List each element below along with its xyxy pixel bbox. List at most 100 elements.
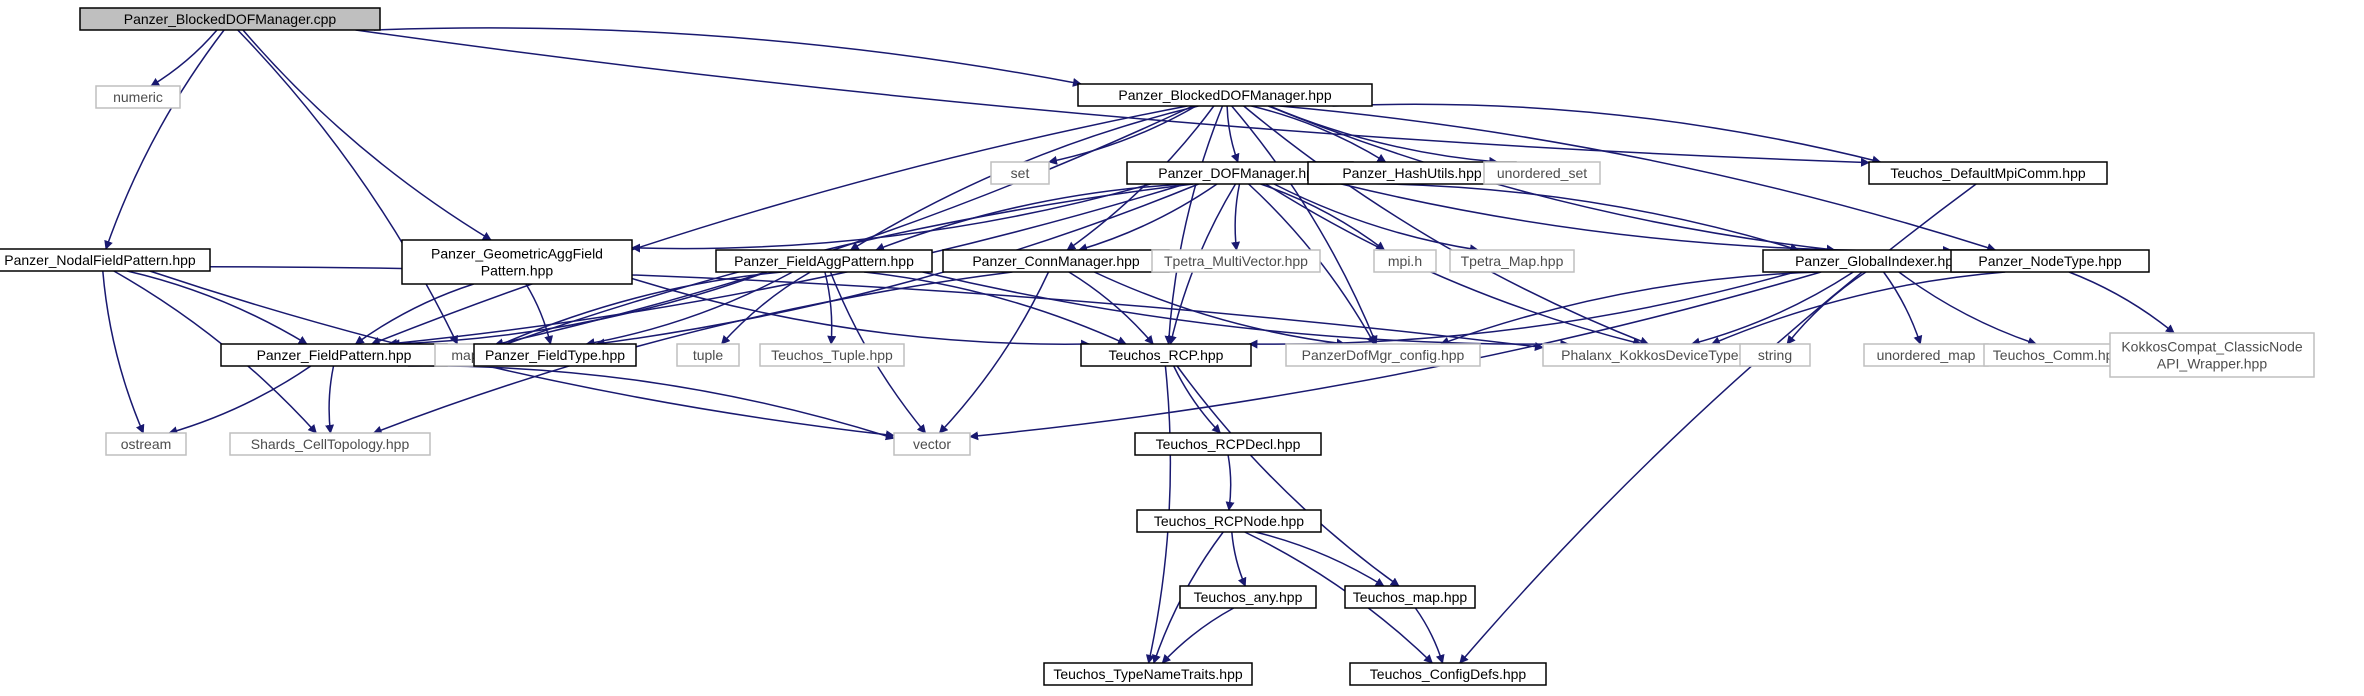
node-dofmanager[interactable]: Panzer_DOFManager.hpp bbox=[1126, 161, 1354, 185]
node-rcpdecl[interactable]: Teuchos_RCPDecl.hpp bbox=[1134, 432, 1322, 456]
edge-blocked_hpp-to-globalidx bbox=[1268, 105, 1836, 254]
node-nodetype[interactable]: Panzer_NodeType.hpp bbox=[1950, 249, 2150, 273]
node-label: Teuchos_Comm.hpp bbox=[1993, 347, 2122, 363]
node-blocked_cpp[interactable]: Panzer_BlockedDOFManager.cpp bbox=[79, 7, 381, 31]
edge-globalidx-to-phalanx bbox=[1690, 271, 1854, 347]
edge-rcpdecl-to-rcpnode bbox=[1225, 454, 1235, 511]
edge-geomagg-to-fieldpattern bbox=[354, 283, 474, 345]
edge-rcpnode-to-teuchos_any bbox=[1231, 531, 1247, 587]
node-nodal[interactable]: Panzer_NodalFieldPattern.hpp bbox=[0, 248, 211, 272]
node-blocked_hpp[interactable]: Panzer_BlockedDOFManager.hpp bbox=[1077, 83, 1373, 107]
node-default_mpi[interactable]: Teuchos_DefaultMpiComm.hpp bbox=[1868, 161, 2108, 185]
node-label: Teuchos_ConfigDefs.hpp bbox=[1370, 666, 1527, 682]
node-box bbox=[1134, 432, 1322, 456]
edge-blocked_hpp-to-hashutils bbox=[1251, 105, 1387, 163]
edge-connmgr-to-vector bbox=[938, 271, 1050, 434]
node-label: Panzer_GeometricAggField bbox=[431, 246, 603, 262]
edge-dofmanager-to-tpetra_mv bbox=[1231, 183, 1241, 251]
node-label: Panzer_HashUtils.hpp bbox=[1342, 165, 1482, 181]
node-label: numeric bbox=[113, 89, 163, 105]
edge-teuchos_map-to-configdefs bbox=[1414, 607, 1445, 664]
edge-blocked_cpp-to-numeric bbox=[150, 29, 218, 87]
node-unordered_map: unordered_map bbox=[1863, 343, 1989, 367]
node-ostream: ostream bbox=[105, 432, 187, 456]
node-teuchos_comm: Teuchos_Comm.hpp bbox=[1983, 343, 2131, 367]
node-fieldagg[interactable]: Panzer_FieldAggPattern.hpp bbox=[715, 249, 933, 273]
node-box bbox=[715, 249, 933, 273]
node-label: Panzer_BlockedDOFManager.cpp bbox=[124, 11, 337, 27]
node-globalidx[interactable]: Panzer_GlobalIndexer.hpp bbox=[1762, 249, 1994, 273]
edge-dofmanager-to-globalidx bbox=[1319, 182, 1800, 252]
edge-globalidx-to-string bbox=[1786, 271, 1867, 345]
node-fieldpattern[interactable]: Panzer_FieldPattern.hpp bbox=[220, 343, 448, 367]
node-configdefs[interactable]: Teuchos_ConfigDefs.hpp bbox=[1349, 662, 1547, 686]
node-box bbox=[229, 432, 431, 456]
edge-fieldagg-to-teuchos_tuple bbox=[824, 271, 837, 345]
edge-blocked_hpp-to-phalanx bbox=[1243, 105, 1650, 346]
edge-rcp-to-teuchos_map bbox=[1176, 365, 1400, 587]
edge-blocked_cpp-to-map bbox=[237, 29, 458, 345]
edge-blocked_hpp-to-rcp bbox=[1164, 105, 1224, 345]
edge-blocked_hpp-to-dofmgr_config bbox=[1231, 105, 1378, 345]
node-vector: vector bbox=[893, 432, 971, 456]
node-label: Teuchos_DefaultMpiComm.hpp bbox=[1890, 165, 2086, 181]
node-label: vector bbox=[913, 436, 951, 452]
node-dofmgr_config: PanzerDofMgr_config.hpp bbox=[1285, 343, 1481, 367]
edge-dofmanager-to-fieldtype bbox=[595, 183, 1199, 348]
node-box bbox=[1080, 343, 1252, 367]
node-box bbox=[1483, 161, 1601, 185]
node-tuple: tuple bbox=[676, 343, 740, 367]
node-box bbox=[1373, 249, 1437, 273]
node-label: unordered_map bbox=[1877, 347, 1976, 363]
edge-connmgr-to-rcp bbox=[1068, 271, 1154, 345]
node-box bbox=[1043, 662, 1253, 686]
node-box bbox=[2109, 332, 2315, 378]
node-teuchos_tuple: Teuchos_Tuple.hpp bbox=[759, 343, 905, 367]
node-box bbox=[1868, 161, 2108, 185]
edge-globalidx-to-vector bbox=[969, 271, 1822, 441]
edge-dofmanager-to-connmgr bbox=[1078, 183, 1218, 253]
node-rcp[interactable]: Teuchos_RCP.hpp bbox=[1080, 343, 1252, 367]
edge-default_mpi-to-configdefs bbox=[1459, 183, 1977, 664]
node-box bbox=[1449, 249, 1575, 273]
node-numeric: numeric bbox=[95, 85, 181, 109]
node-label: Teuchos_RCPDecl.hpp bbox=[1156, 436, 1301, 452]
edge-fieldpattern-to-shards bbox=[325, 365, 335, 434]
node-label: Panzer_FieldPattern.hpp bbox=[257, 347, 412, 363]
node-teuchos_map[interactable]: Teuchos_map.hpp bbox=[1344, 585, 1476, 609]
edge-fieldagg-to-fieldtype bbox=[585, 271, 793, 347]
node-set: set bbox=[990, 161, 1050, 185]
node-box bbox=[893, 432, 971, 456]
edge-dofmanager-to-fieldagg bbox=[875, 183, 1189, 252]
node-teuchos_any[interactable]: Teuchos_any.hpp bbox=[1179, 585, 1317, 609]
node-typenametraits[interactable]: Teuchos_TypeNameTraits.hpp bbox=[1043, 662, 1253, 686]
node-rcpnode[interactable]: Teuchos_RCPNode.hpp bbox=[1136, 509, 1322, 533]
edge-blocked_hpp-to-fieldpattern bbox=[370, 105, 1188, 346]
node-fieldtype[interactable]: Panzer_FieldType.hpp bbox=[473, 343, 637, 367]
node-connmgr[interactable]: Panzer_ConnManager.hpp bbox=[942, 249, 1170, 273]
node-label: set bbox=[1011, 165, 1030, 181]
edge-dofmanager-to-map bbox=[494, 183, 1194, 350]
edge-blocked_cpp-to-default_mpi bbox=[355, 29, 1870, 167]
node-tpetra_map: Tpetra_Map.hpp bbox=[1449, 249, 1575, 273]
edge-nodetype-to-kokkoscompat bbox=[2068, 271, 2175, 334]
edge-dofmanager-to-phalanx bbox=[1265, 183, 1643, 347]
edge-globalidx-to-dofmgr_config bbox=[1440, 271, 1821, 346]
node-label: Teuchos_RCP.hpp bbox=[1109, 347, 1224, 363]
node-box bbox=[0, 248, 211, 272]
edge-blocked_hpp-to-set bbox=[1048, 105, 1197, 165]
node-label: Teuchos_RCPNode.hpp bbox=[1154, 513, 1304, 529]
node-string: string bbox=[1739, 343, 1811, 367]
node-label: Panzer_FieldType.hpp bbox=[485, 347, 625, 363]
edge-globalidx-to-teuchos_comm bbox=[1898, 271, 2037, 346]
node-label: PanzerDofMgr_config.hpp bbox=[1302, 347, 1465, 363]
node-hashutils[interactable]: Panzer_HashUtils.hpp bbox=[1307, 161, 1517, 185]
node-label: Panzer_FieldAggPattern.hpp bbox=[734, 253, 914, 269]
node-box bbox=[1344, 585, 1476, 609]
edge-rcpnode-to-teuchos_map bbox=[1255, 531, 1385, 587]
node-label: Tpetra_Map.hpp bbox=[1461, 253, 1564, 269]
edge-fieldagg-to-tuple bbox=[720, 271, 811, 345]
node-label: API_Wrapper.hpp bbox=[2157, 356, 2267, 372]
